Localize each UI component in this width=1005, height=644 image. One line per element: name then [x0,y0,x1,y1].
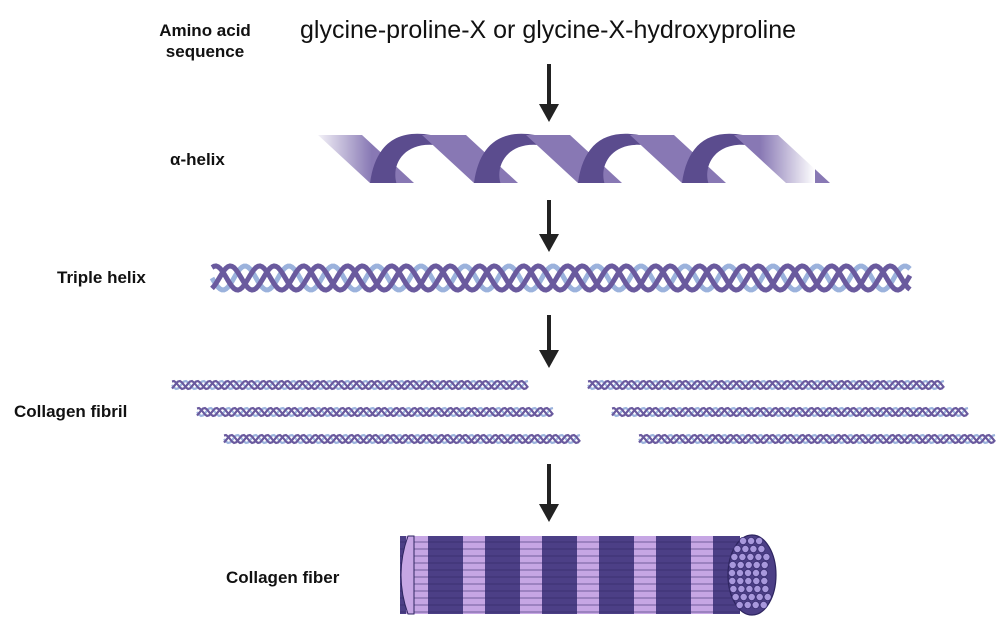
fiber-fibril-end [763,593,772,602]
helix-turn-back [474,133,551,183]
arrow-2 [539,200,559,252]
fiber-fibril-end [746,553,755,562]
amino-acid-label-line2: sequence [165,42,245,61]
fibril-molecule [611,406,969,418]
fiber-fibril-end [753,585,762,594]
arrow-1 [539,64,559,122]
fibril-molecule [638,433,996,445]
alpha-helix-fade-right [760,125,815,205]
fiber-fibril-end [760,561,769,570]
fibril-molecule [171,379,529,391]
fiber-fibril-end [755,537,764,546]
helix-turn-back [578,133,655,183]
triple-helix-label: Triple helix [57,268,146,287]
fibril-strand-purple [638,433,996,445]
fiber-fibril-end [752,569,761,578]
fiber-fibril-end [730,553,739,562]
fiber-fibril-end [744,577,753,586]
arrow-3 [539,315,559,368]
arrow-4 [539,464,559,522]
fiber-fibril-end [744,569,753,578]
fiber-band-light [577,536,599,614]
fiber-fibril-end [736,577,745,586]
fibril-strand-purple [611,406,969,418]
fiber-fibril-end [755,593,764,602]
fibril-strand-purple [587,379,945,391]
fiber-fibril-end [735,601,744,610]
fibril-strand-purple [196,406,554,418]
fiber-fibril-end [736,569,745,578]
triple-helix-strand-purple-2 [210,263,913,293]
fiber-fibril-end [752,561,761,570]
fiber-fibril-end [738,553,747,562]
alpha-helix-fade-left [312,125,372,205]
fiber-fibril-end [749,545,758,554]
fibril-strand-purple [196,406,554,418]
fiber-fibril-end [760,577,769,586]
alpha-helix-label: α-helix [170,150,225,169]
collagen-fiber-bundle [400,534,777,616]
fiber-fibril-end [747,593,756,602]
fiber-fibril-end [744,561,753,570]
collagen-fiber-label: Collagen fiber [226,568,340,587]
fibril-strand-purple [223,433,581,445]
fiber-fibril-end [733,545,742,554]
fiber-band-light [634,536,656,614]
fiber-fibril-end [751,601,760,610]
fiber-fibril-end [743,601,752,610]
fibril-strand-purple [223,433,581,445]
fiber-fibril-end [759,601,768,610]
fiber-base [400,536,740,614]
alpha-helix-ribbon [318,133,830,183]
fibril-strand-purple [171,379,529,391]
fiber-fibril-end [741,545,750,554]
fiber-band-light [520,536,542,614]
amino-acid-label-line1: Amino acid [159,21,251,40]
helix-turn-back [370,133,447,183]
fiber-fibril-end [731,593,740,602]
fibril-strand-purple [171,379,529,391]
fibril-molecule [223,433,581,445]
fibril-molecule [587,379,945,391]
fiber-fibril-end [728,577,737,586]
fiber-fibril-end [757,545,766,554]
fiber-fibril-end [728,561,737,570]
fiber-fibril-end [728,569,737,578]
fiber-fibril-end [761,585,770,594]
triple-helix-strands [209,263,913,293]
sequence-text: glycine-proline-X or glycine-X-hydroxypr… [300,16,797,44]
fiber-fibril-end [737,585,746,594]
fiber-fibril-end [739,593,748,602]
fiber-fibril-end [754,553,763,562]
fiber-fibril-end [745,585,754,594]
fiber-fibril-end [736,561,745,570]
fiber-band-light [691,536,713,614]
fibril-strand-purple [611,406,969,418]
fiber-fibril-end [747,537,756,546]
fiber-fibril-end [752,577,761,586]
fiber-band-light [463,536,485,614]
fibril-strand-purple [587,379,945,391]
fiber-fibril-end [762,553,771,562]
fiber-fibril-end [739,537,748,546]
collagen-fibril-group [171,379,996,445]
fiber-fibril-end [729,585,738,594]
fibril-molecule [196,406,554,418]
fiber-left-cap [400,535,415,615]
fiber-body [400,536,740,614]
fiber-fibril-end [760,569,769,578]
collagen-fibril-label: Collagen fibril [14,402,128,421]
fibril-strand-purple [638,433,996,445]
amino-acid-sequence-label: Amino acid sequence [150,20,260,62]
helix-turn-back [682,133,759,183]
